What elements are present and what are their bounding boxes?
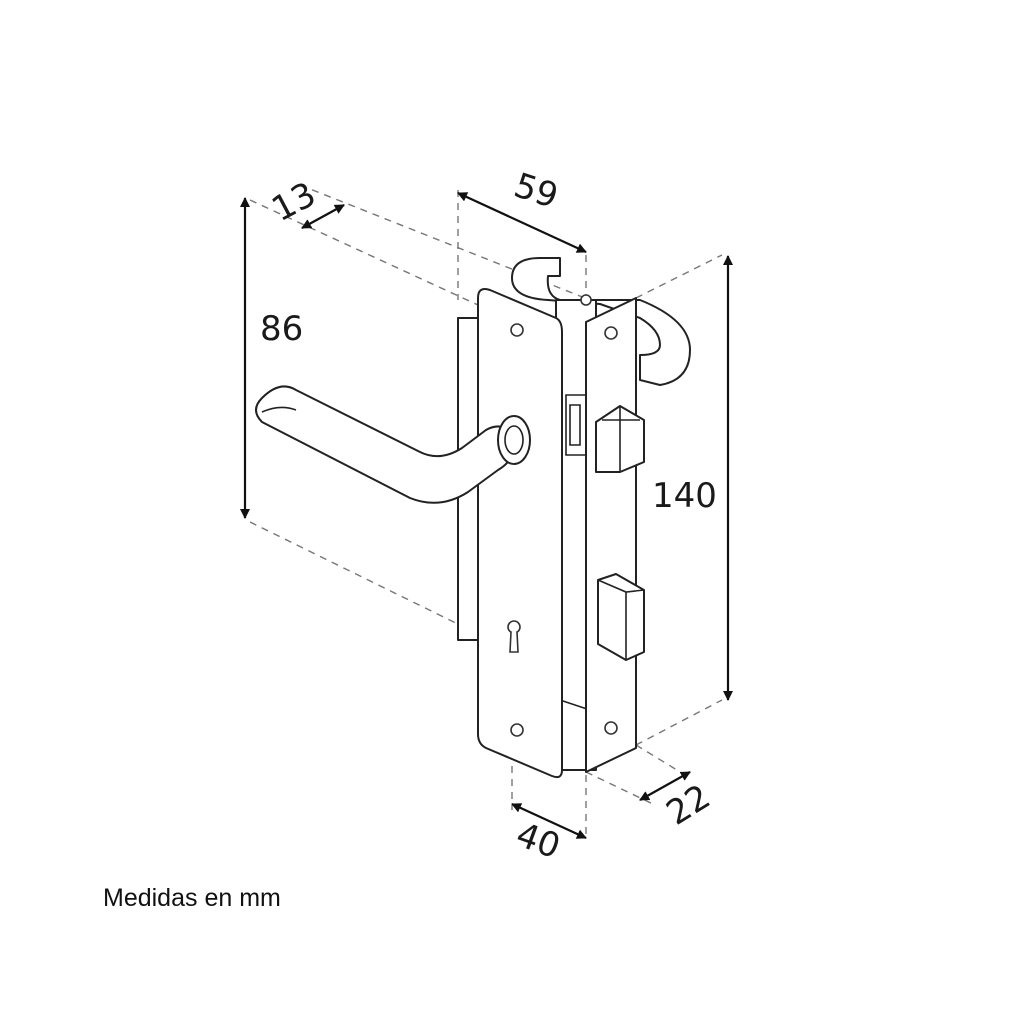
dim-40-label: 40 bbox=[511, 815, 565, 867]
dim-59-arrow bbox=[457, 192, 587, 253]
screw-hole-icon bbox=[580, 294, 592, 306]
escutcheon-plate bbox=[477, 288, 563, 779]
dim-40-arrow bbox=[511, 803, 587, 839]
dim-86-label: 86 bbox=[260, 309, 303, 349]
units-caption: Medidas en mm bbox=[103, 884, 281, 912]
dim-13-arrow bbox=[301, 204, 345, 229]
dim-59-label: 59 bbox=[509, 166, 563, 217]
screw-hole-icon bbox=[604, 326, 618, 340]
keyhole-icon bbox=[507, 620, 521, 653]
screw-hole-icon bbox=[510, 723, 524, 737]
screw-hole-icon bbox=[604, 721, 618, 735]
screw-hole-icon bbox=[510, 323, 524, 337]
latch-bolt bbox=[595, 405, 645, 473]
dim-22-arrow bbox=[639, 771, 691, 801]
dead-bolt bbox=[597, 573, 645, 661]
faceplate bbox=[580, 294, 637, 773]
rear-handle bbox=[511, 257, 691, 386]
dim-140-label: 140 bbox=[652, 476, 717, 516]
dimension-arrows bbox=[240, 192, 733, 839]
lever-handle bbox=[255, 385, 531, 504]
